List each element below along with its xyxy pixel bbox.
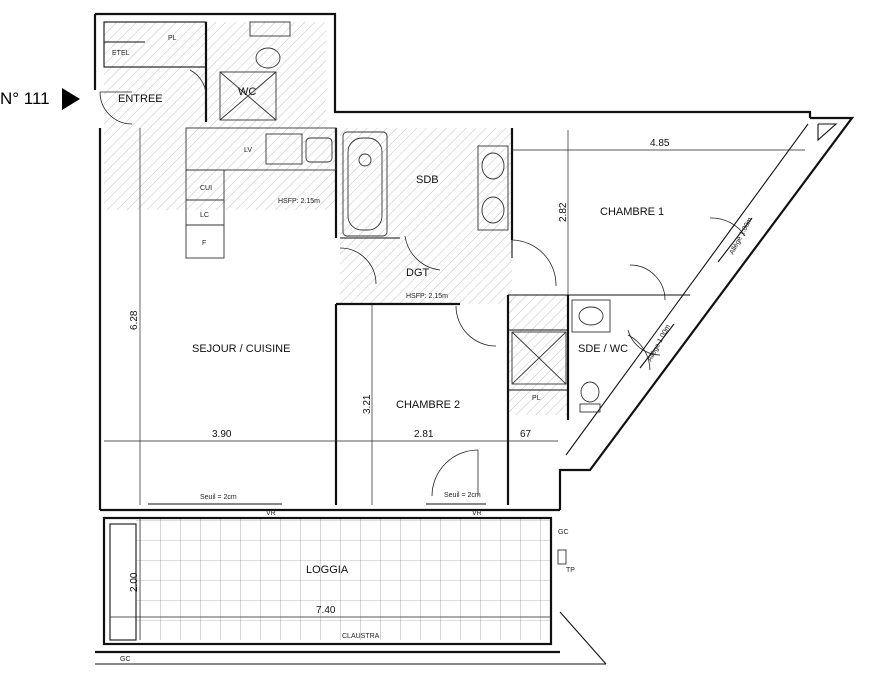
seuil-note-1: Seuil = 2cm <box>200 494 237 501</box>
interior-walls <box>103 21 690 505</box>
sdb-sinks <box>477 145 509 231</box>
allege-note-2: Allège 1.00m <box>647 323 672 363</box>
dim-loggia-depth: 2.00 <box>129 572 140 592</box>
label-sejour: SEJOUR / CUISINE <box>192 343 290 355</box>
label-etel: ETEL <box>112 50 130 57</box>
label-sdb: SDB <box>416 174 439 186</box>
wc-toilet <box>249 21 291 69</box>
label-pl-right: PL <box>532 395 541 402</box>
doors <box>99 69 746 497</box>
sde-fixtures <box>511 299 611 413</box>
dim-chambre2-width: 2.81 <box>414 429 434 440</box>
allege-note-1: Allège 1.00m <box>729 216 754 256</box>
label-chambre1: CHAMBRE 1 <box>600 206 664 218</box>
label-pl-top: PL <box>168 35 177 42</box>
vr-note-1: VR <box>266 510 276 517</box>
kitchen-lc-label: LC <box>200 212 209 219</box>
loggia <box>95 516 607 665</box>
label-wc: WC <box>238 86 256 98</box>
hatched-areas <box>104 22 568 415</box>
hsfp-note-2: HSFP: 2.15m <box>406 293 448 300</box>
label-dgt: DGT <box>406 267 430 279</box>
tp-note: TP <box>566 567 575 574</box>
unit-arrow-icon <box>62 88 80 110</box>
windows <box>148 217 753 505</box>
dim-chambre1-width: 4.85 <box>650 138 670 149</box>
kitchen-counters: LV CUI LC F <box>185 127 337 259</box>
dim-sejour-depth: 6.28 <box>129 310 140 330</box>
exterior-walls <box>93 12 855 512</box>
vr-note-2: VR <box>472 510 482 517</box>
gc-right-note: GC <box>558 529 569 536</box>
gc-bottom-note: GC <box>120 656 131 663</box>
claustra-note: CLAUSTRA <box>342 633 380 640</box>
dim-small-width: 67 <box>520 429 532 440</box>
label-sde: SDE / WC <box>578 343 628 355</box>
bathtub <box>342 131 388 237</box>
dim-loggia-width: 7.40 <box>316 605 336 616</box>
kitchen-lv-label: LV <box>244 147 252 154</box>
label-loggia: LOGGIA <box>306 564 349 576</box>
seuil-note-2: Seuil = 2cm <box>444 492 481 499</box>
wc-storage <box>219 71 277 121</box>
label-entree: ENTREE <box>118 93 163 105</box>
dim-chambre2-depth: 3.21 <box>362 394 373 414</box>
label-chambre2: CHAMBRE 2 <box>396 399 460 411</box>
dimension-lines <box>104 128 805 640</box>
kitchen-f-label: F <box>202 240 206 247</box>
kitchen-cuis-label: CUI <box>200 185 212 192</box>
hsfp-note-1: HSFP: 2.15m <box>278 198 320 205</box>
unit-number: N° 111 <box>0 89 50 108</box>
dim-chambre1-depth: 2.82 <box>558 202 569 222</box>
dim-sejour-width: 3.90 <box>212 429 232 440</box>
